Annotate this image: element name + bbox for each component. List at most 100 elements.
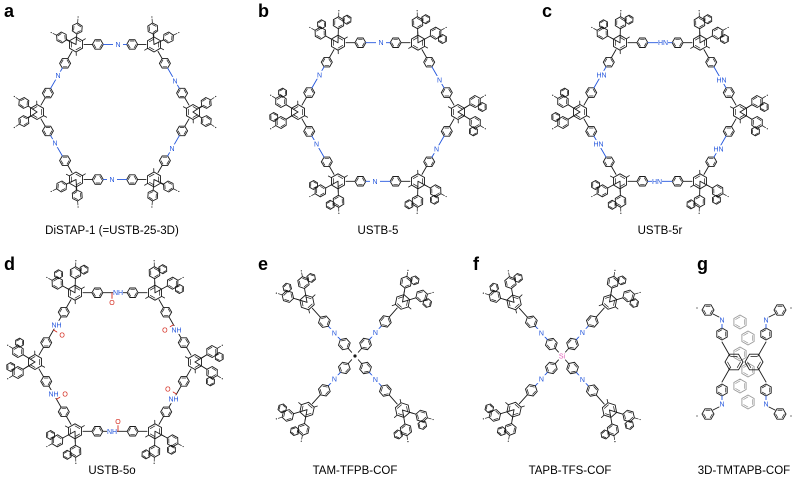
aromatic-bond (713, 28, 719, 32)
aromatic-bond (93, 175, 97, 180)
aromatic-bond (699, 18, 704, 21)
benzene-ring (46, 429, 55, 441)
aromatic-bond (405, 205, 410, 208)
continuation-dot (416, 212, 418, 214)
aromatic-bond (761, 391, 767, 395)
benzene-ring (733, 378, 747, 394)
aromatic-bond (320, 186, 325, 190)
aromatic-bond (624, 414, 626, 420)
aromatic-bond (341, 339, 347, 342)
aromatic-bond (41, 381, 45, 386)
aromatic-bond (555, 113, 559, 116)
aromatic-bond (185, 338, 189, 343)
bond (567, 104, 581, 113)
continuation-dot (727, 195, 729, 198)
aromatic-bond (435, 192, 440, 196)
extension-bond (634, 417, 639, 420)
benzene-ring (591, 179, 600, 191)
aromatic-bond (761, 329, 767, 333)
aromatic-bond (743, 372, 749, 376)
atom-mask (652, 177, 662, 186)
benzene-ring (399, 423, 412, 437)
bond (186, 346, 192, 356)
aromatic-bond (630, 303, 634, 307)
atom-mask (761, 400, 771, 408)
aromatic-bond (76, 30, 81, 33)
benzene-ring (488, 409, 502, 422)
panel-e-letter: e (258, 254, 268, 274)
aromatic-bond (735, 324, 741, 328)
benzene-ring (711, 26, 724, 40)
aromatic-bond (712, 161, 716, 166)
atom-mask (311, 140, 322, 149)
benzene-ring (489, 282, 500, 293)
aromatic-bond (60, 160, 64, 165)
aromatic-bond (57, 33, 62, 37)
continuation-dot (698, 212, 700, 214)
aromatic-bond (587, 386, 590, 392)
aromatic-bond (569, 346, 575, 349)
bond (421, 49, 427, 58)
aromatic-bond (161, 308, 165, 313)
methyl-bond (145, 434, 149, 438)
bond (357, 359, 363, 364)
continuation-dot (275, 292, 277, 294)
bond (567, 111, 581, 120)
methyl-bond (144, 47, 148, 51)
extension-bond (210, 123, 215, 127)
aromatic-bond (313, 181, 317, 184)
extension-bond (177, 443, 182, 446)
panel-a-caption: DiSTAP-1 (=USTB-25-3D) (45, 225, 179, 237)
bond (67, 50, 73, 60)
extension-bond (301, 434, 303, 440)
continuation-dot (591, 195, 593, 198)
continuation-dot (766, 94, 768, 96)
benzene-ring (176, 125, 189, 137)
atom-mask (171, 325, 182, 334)
aromatic-bond (211, 374, 217, 378)
aromatic-bond (508, 405, 511, 412)
benzene-ring (71, 22, 83, 35)
aromatic-bond (602, 436, 607, 438)
extension-bond (554, 95, 559, 99)
aromatic-bond (346, 21, 351, 24)
aromatic-bond (404, 284, 410, 287)
aromatic-bond (134, 427, 137, 432)
aromatic-bond (609, 432, 615, 435)
aromatic-bond (424, 294, 427, 300)
benzene-ring (389, 176, 402, 187)
aromatic-bond (589, 324, 595, 326)
aromatic-bond (567, 339, 572, 344)
oxygen-atom: O (109, 300, 115, 307)
aromatic-bond (509, 278, 515, 281)
benzene-ring (524, 384, 538, 397)
aromatic-bond (574, 106, 581, 110)
aromatic-bond (322, 385, 328, 388)
panel-e-caption: TAM-TFPB-COF (313, 465, 398, 477)
benzene-ring (701, 408, 715, 420)
bond (293, 409, 308, 415)
methyl-bond (424, 45, 429, 49)
panel-d-letter: d (4, 254, 15, 274)
bond (22, 354, 36, 363)
aromatic-bond (609, 206, 613, 209)
bond (511, 409, 515, 424)
benzene-ring (693, 16, 706, 30)
aromatic-bond (334, 203, 339, 206)
benzene-ring (440, 126, 453, 137)
bond (38, 368, 44, 378)
methyl-bond (520, 405, 525, 408)
aromatic-bond (276, 96, 282, 100)
aromatic-bond (128, 427, 131, 432)
aromatic-bond (406, 406, 408, 413)
aromatic-bond (619, 45, 626, 49)
benzene-ring (596, 184, 609, 198)
continuation-dot (75, 462, 77, 464)
aromatic-bond (397, 303, 402, 308)
aromatic-bond (179, 381, 183, 386)
aromatic-bond (167, 411, 171, 416)
extension-bond (440, 28, 445, 31)
benzene-ring (91, 39, 104, 50)
aromatic-bond (724, 88, 728, 93)
